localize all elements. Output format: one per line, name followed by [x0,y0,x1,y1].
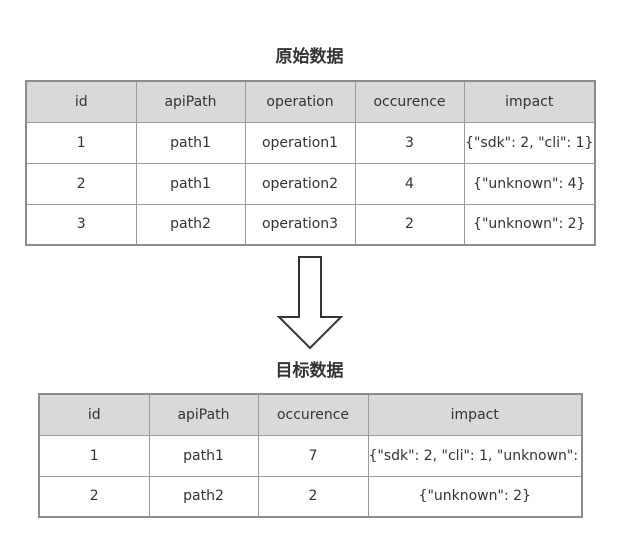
source-header-row: id apiPath operation occurence impact [25,80,596,123]
target-header-apipath: apiPath [148,393,259,436]
target-cell-id: 1 [38,434,150,477]
source-cell-occurence: 4 [354,162,465,205]
table-row: 2 path1 operation2 4 {"unknown": 4} [25,162,596,205]
source-cell-id: 1 [25,121,137,164]
target-cell-impact: {"sdk": 2, "cli": 1, "unknown": 4} [367,434,583,477]
target-cell-occurence: 7 [257,434,369,477]
table-row: 2 path2 2 {"unknown": 2} [38,475,583,518]
table-row: 1 path1 7 {"sdk": 2, "cli": 1, "unknown"… [38,434,583,477]
source-cell-id: 2 [25,162,137,205]
target-cell-apipath: path1 [148,434,259,477]
source-cell-apipath: path1 [135,162,246,205]
source-cell-impact: {"unknown": 4} [463,162,596,205]
source-cell-apipath: path1 [135,121,246,164]
target-cell-occurence: 2 [257,475,369,518]
target-cell-apipath: path2 [148,475,259,518]
source-cell-apipath: path2 [135,203,246,246]
source-cell-operation: operation1 [244,121,356,164]
source-table-title: 原始数据 [275,47,344,67]
target-header-impact: impact [367,393,583,436]
table-row: 3 path2 operation3 2 {"unknown": 2} [25,203,596,246]
source-header-occurence: occurence [354,80,465,123]
source-header-apipath: apiPath [135,80,246,123]
target-cell-impact: {"unknown": 2} [367,475,583,518]
target-header-occurence: occurence [257,393,369,436]
target-cell-id: 2 [38,475,150,518]
source-cell-operation: operation2 [244,162,356,205]
target-header-id: id [38,393,150,436]
source-header-impact: impact [463,80,596,123]
target-table: id apiPath occurence impact 1 path1 7 {"… [38,393,583,518]
source-cell-impact: {"unknown": 2} [463,203,596,246]
target-table-title: 目标数据 [275,361,344,381]
source-cell-operation: operation3 [244,203,356,246]
target-header-row: id apiPath occurence impact [38,393,583,436]
down-arrow-shape [276,256,344,350]
table-row: 1 path1 operation1 3 {"sdk": 2, "cli": 1… [25,121,596,164]
source-cell-occurence: 2 [354,203,465,246]
source-header-operation: operation [244,80,356,123]
source-header-id: id [25,80,137,123]
source-cell-occurence: 3 [354,121,465,164]
source-table: id apiPath operation occurence impact 1 … [25,80,596,246]
down-arrow-icon [276,256,344,350]
source-cell-id: 3 [25,203,137,246]
source-cell-impact: {"sdk": 2, "cli": 1} [463,121,596,164]
